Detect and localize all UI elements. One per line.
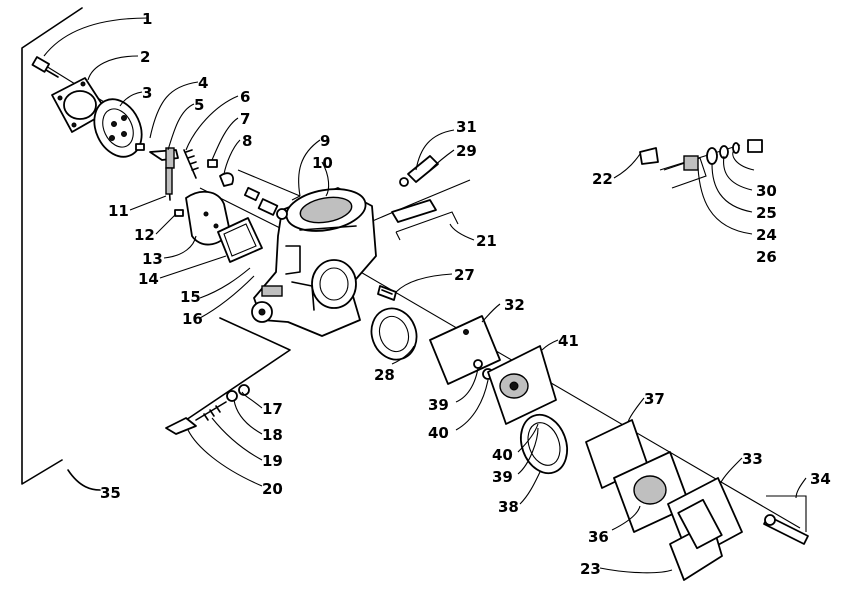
callout-9: 9 — [320, 132, 330, 150]
callout-30: 30 — [756, 182, 777, 200]
callout-4: 4 — [198, 74, 208, 92]
callout-18: 18 — [262, 426, 283, 444]
clip-8 — [219, 172, 234, 187]
lever-5 — [149, 147, 179, 169]
diaphragm-3 — [93, 98, 143, 158]
filter-21 — [391, 199, 459, 241]
callout-16: 16 — [182, 310, 203, 328]
callout-41: 41 — [558, 332, 579, 350]
leader-lines — [43, 17, 807, 574]
callout-6: 6 — [240, 88, 250, 106]
callout-1: 1 — [142, 10, 152, 28]
callout-22: 22 — [592, 170, 613, 188]
callout-25: 25 — [756, 204, 777, 222]
callout-24: 24 — [756, 226, 777, 244]
screw-27 — [377, 285, 397, 301]
callout-5: 5 — [194, 96, 204, 114]
assembly-bracket-35 — [21, 7, 101, 491]
callout-3: 3 — [142, 84, 152, 102]
callout-34: 34 — [810, 470, 831, 488]
callout-28: 28 — [374, 366, 395, 384]
callout-35: 35 — [100, 484, 121, 502]
callout-8: 8 — [242, 132, 252, 150]
callout-40-upper: 40 — [428, 424, 449, 442]
gasket-14 — [217, 217, 263, 263]
screw-34 — [763, 495, 809, 545]
callout-13: 13 — [142, 250, 163, 268]
callout-39-upper: 39 — [428, 396, 449, 414]
callout-7: 7 — [240, 110, 250, 128]
needle-11 — [165, 167, 173, 201]
callout-31: 31 — [456, 118, 477, 136]
callout-40-lower: 40 — [492, 446, 513, 464]
callout-labels: 1 2 3 4 5 6 7 8 9 10 11 12 13 14 15 16 1… — [100, 10, 831, 578]
callout-14: 14 — [138, 270, 159, 288]
exploded-axis-lines — [45, 65, 801, 529]
fitting-29-31 — [399, 155, 439, 187]
jet-assembly-9 — [237, 169, 301, 220]
fitting-group-22-30 — [639, 139, 763, 189]
callout-23: 23 — [580, 560, 601, 578]
callout-19: 19 — [262, 452, 283, 470]
callout-39-lower: 39 — [492, 468, 513, 486]
screw-1 — [31, 56, 59, 78]
screw-12 — [174, 209, 184, 217]
callout-11: 11 — [108, 202, 129, 220]
callout-10: 10 — [312, 154, 333, 172]
callout-38: 38 — [498, 498, 519, 516]
plate-32 — [429, 315, 501, 385]
callout-15: 15 — [180, 288, 201, 306]
callout-2: 2 — [140, 48, 150, 66]
gasket-38 — [520, 413, 568, 475]
callout-32: 32 — [504, 296, 525, 314]
callout-17: 17 — [262, 400, 283, 418]
callout-37: 37 — [644, 390, 665, 408]
callout-27: 27 — [454, 266, 475, 284]
carburetor-body — [251, 187, 377, 337]
callout-26: 26 — [756, 248, 777, 266]
callout-12: 12 — [134, 226, 155, 244]
screw-7 — [207, 159, 218, 168]
callout-36: 36 — [588, 528, 609, 546]
pump-body-41 — [487, 345, 557, 425]
callout-33: 33 — [742, 450, 763, 468]
callout-29: 29 — [456, 142, 477, 160]
callout-20: 20 — [262, 480, 283, 498]
gasket-28 — [370, 307, 418, 361]
screw-4 — [135, 143, 145, 151]
callout-21: 21 — [476, 232, 497, 250]
cover-33-23 — [667, 477, 743, 581]
spring-6 — [183, 149, 199, 179]
